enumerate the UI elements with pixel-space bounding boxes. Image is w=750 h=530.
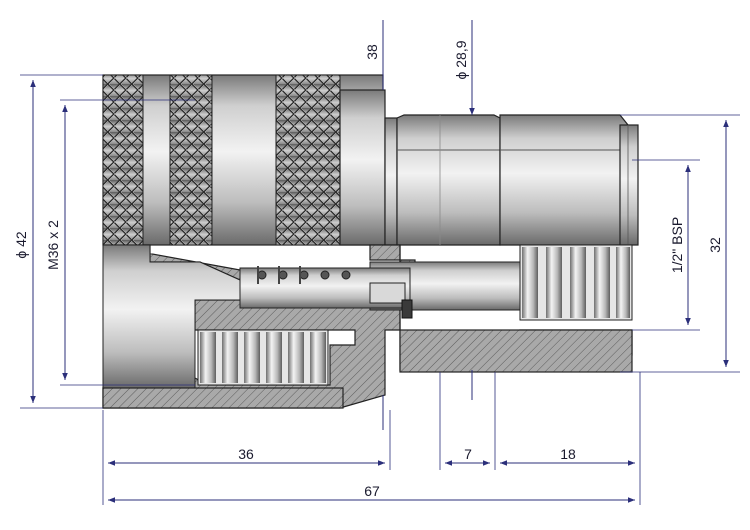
dim-bsp: 1/2" BSP: [669, 217, 685, 273]
knurl-band-1: [102, 74, 144, 246]
knurl-band-2: [169, 74, 213, 246]
dim-18: 18: [560, 446, 576, 462]
hex-body-upper: [384, 114, 639, 246]
dim-38: 38: [364, 44, 380, 60]
section-lower: [102, 244, 633, 409]
dim-dia-28-9: ϕ 28,9: [453, 40, 469, 79]
sleeve-upper: [102, 74, 386, 246]
spring: [257, 266, 351, 284]
dim-dia-42: ϕ 42: [13, 231, 29, 259]
thread-m36: [197, 329, 329, 386]
dim-32: 32: [707, 237, 723, 253]
knurl-band-3: [275, 74, 341, 246]
dim-36: 36: [238, 446, 254, 462]
dimension-lines: [20, 20, 740, 505]
dim-7: 7: [464, 446, 472, 462]
dim-thread-m36: M36 x 2: [45, 220, 61, 270]
thread-bsp: [519, 244, 633, 321]
dim-67: 67: [364, 483, 380, 499]
